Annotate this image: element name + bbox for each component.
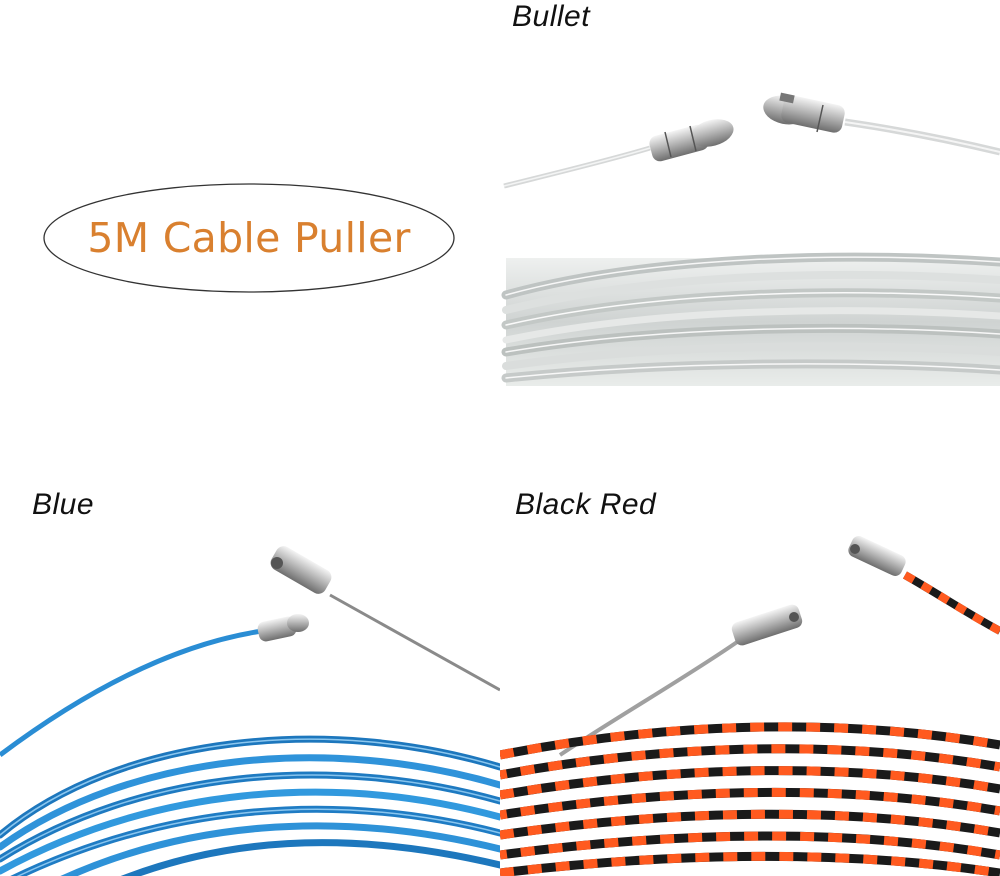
blue-cable-photo (0, 546, 500, 876)
product-title: 5M Cable Puller (87, 214, 411, 262)
variant-label-black-red: Black Red (515, 488, 657, 521)
bullet-tip-left-icon (649, 119, 734, 162)
blue-tip-icon (257, 614, 309, 642)
twisted-tip-icon (848, 536, 906, 576)
bullet-cable-photo (501, 92, 1000, 386)
black-red-cable-photo (500, 536, 1000, 876)
variant-label-blue: Blue (32, 488, 95, 521)
steel-tip-icon (731, 604, 803, 646)
title-ellipse (43, 183, 455, 293)
steel-tip-icon (270, 546, 332, 594)
variant-label-bullet: Bullet (512, 0, 591, 33)
bullet-tip-right-icon (763, 92, 845, 133)
